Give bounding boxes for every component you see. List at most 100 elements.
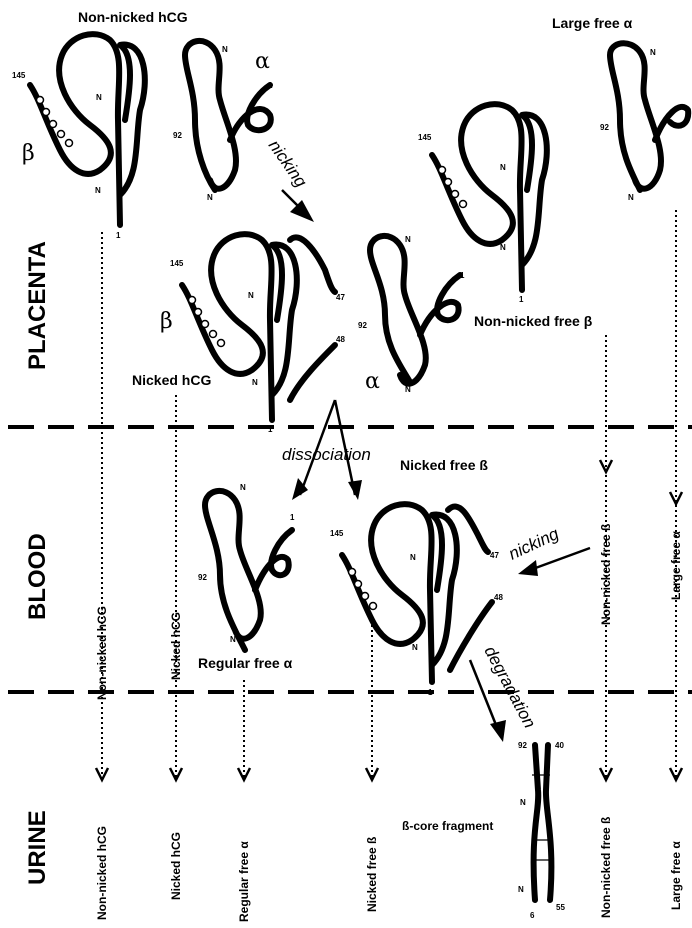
sugar-icon	[439, 167, 446, 174]
urine-label-non-nicked-hcg: Non-nicked hCG	[95, 826, 109, 920]
alpha-loop	[230, 85, 271, 140]
residue-n: N	[500, 163, 506, 172]
residue-6: 6	[530, 911, 535, 920]
sugar-icon	[58, 131, 65, 138]
residue-n: N	[410, 553, 416, 562]
beta-label: β	[160, 309, 173, 334]
residue-n: N	[207, 193, 213, 202]
nick-segment	[290, 345, 335, 400]
sugar-icon	[445, 179, 452, 186]
non-nicked-free-beta-title: Non-nicked free β	[474, 313, 593, 329]
residue-n: N	[518, 885, 524, 894]
sugar-icon	[43, 109, 50, 116]
residue-1: 1	[116, 231, 121, 240]
residue-n: N	[248, 291, 254, 300]
nicking-label-top: nicking	[265, 136, 311, 191]
sugar-icon	[362, 593, 369, 600]
residue-n: N	[500, 243, 506, 252]
dissociation-label: dissociation	[282, 445, 371, 464]
sugar-icon	[460, 201, 467, 208]
urine-label-large-free-alpha: Large free α	[669, 841, 683, 910]
residue-92: 92	[358, 321, 367, 330]
residue-92: 92	[600, 123, 609, 132]
alpha-label: α	[255, 49, 270, 74]
arrowhead-icon	[238, 768, 250, 780]
residue-92: 92	[198, 573, 207, 582]
residue-145: 145	[330, 529, 344, 538]
beta-label: β	[22, 141, 35, 166]
sugar-icon	[349, 569, 356, 576]
residue-1: 1	[290, 513, 295, 522]
nicking-label-blood: nicking	[506, 524, 562, 564]
residue-145: 145	[12, 71, 26, 80]
urine-label-non-nicked-free-beta: Non-nicked free ß	[599, 817, 613, 918]
non-nicked-hcg-title: Non-nicked hCG	[78, 9, 188, 25]
arrowhead-icon	[348, 480, 362, 500]
residue-47: 47	[336, 293, 345, 302]
urine-label-nicked-free-beta: Nicked free ß	[365, 837, 379, 912]
large-free-alpha-molecule: Large free α 92 N N	[552, 15, 688, 202]
residue-145: 145	[418, 133, 432, 142]
sugar-icon	[210, 331, 217, 338]
alpha-chain	[370, 236, 426, 384]
beta-chain	[182, 234, 272, 420]
residue-40: 40	[555, 741, 564, 750]
arrowhead-icon	[600, 768, 612, 780]
urine-label-nicked-hcg: Nicked hCG	[169, 832, 183, 900]
beta-chain	[30, 34, 120, 225]
region-urine: URINE	[24, 810, 51, 885]
blood-label-large-free-alpha: Large free α	[669, 531, 683, 600]
alpha-label: α	[365, 369, 380, 394]
residue-n: N	[252, 378, 258, 387]
sugar-icon	[195, 309, 202, 316]
arrowhead-icon	[518, 560, 538, 576]
region-blood: BLOOD	[24, 533, 51, 620]
sugar-icon	[189, 297, 196, 304]
residue-92: 92	[518, 741, 527, 750]
residue-n: N	[412, 643, 418, 652]
sugar-icon	[202, 321, 209, 328]
residue-n: N	[520, 798, 526, 807]
arrowhead-icon	[670, 768, 682, 780]
residue-n: N	[96, 93, 102, 102]
residue-47: 47	[490, 551, 499, 560]
alpha-chain	[205, 491, 261, 650]
beta-core-fragment-molecule: 92 40 N N 6 55 ß-core fragment	[402, 741, 565, 920]
regular-free-alpha-title: Regular free α	[198, 655, 293, 671]
sugar-icon	[355, 581, 362, 588]
residue-n: N	[405, 385, 411, 394]
arrowhead-icon	[490, 720, 506, 742]
urine-label-regular-free-alpha: Regular free α	[237, 841, 251, 922]
beta-loop	[120, 45, 145, 195]
residue-92: 92	[173, 131, 182, 140]
residue-1: 1	[268, 425, 273, 434]
residue-n: N	[230, 635, 236, 644]
arrowhead-icon	[170, 768, 182, 780]
residue-n: N	[240, 483, 246, 492]
regular-free-alpha-molecule: 92 N N 1 Regular free α	[198, 483, 295, 671]
nicked-hcg-molecule: 145 N N 1 47 48 β 92 N N 1 α Nicked hCG	[132, 234, 465, 434]
alpha-loop	[255, 530, 292, 590]
blood-label-non-nicked-hcg: Non-nicked hCG	[95, 606, 109, 700]
residue-n: N	[650, 48, 656, 57]
core-chain	[534, 745, 539, 900]
residue-48: 48	[494, 593, 503, 602]
sugar-icon	[37, 97, 44, 104]
sugar-icon	[50, 121, 57, 128]
residue-1: 1	[460, 271, 465, 280]
core-chain	[546, 745, 551, 900]
residue-n: N	[222, 45, 228, 54]
large-free-alpha-title: Large free α	[552, 15, 633, 31]
residue-55: 55	[556, 903, 565, 912]
sugar-icon	[370, 603, 377, 610]
sugar-icon	[66, 140, 73, 147]
residue-48: 48	[336, 335, 345, 344]
residue-n: N	[405, 235, 411, 244]
beta-chain	[432, 104, 522, 290]
degradation-label: degradation	[480, 643, 539, 731]
blood-label-non-nicked-free-beta: Non-nicked free ß	[599, 524, 613, 625]
residue-145: 145	[170, 259, 184, 268]
residue-n: N	[628, 193, 634, 202]
